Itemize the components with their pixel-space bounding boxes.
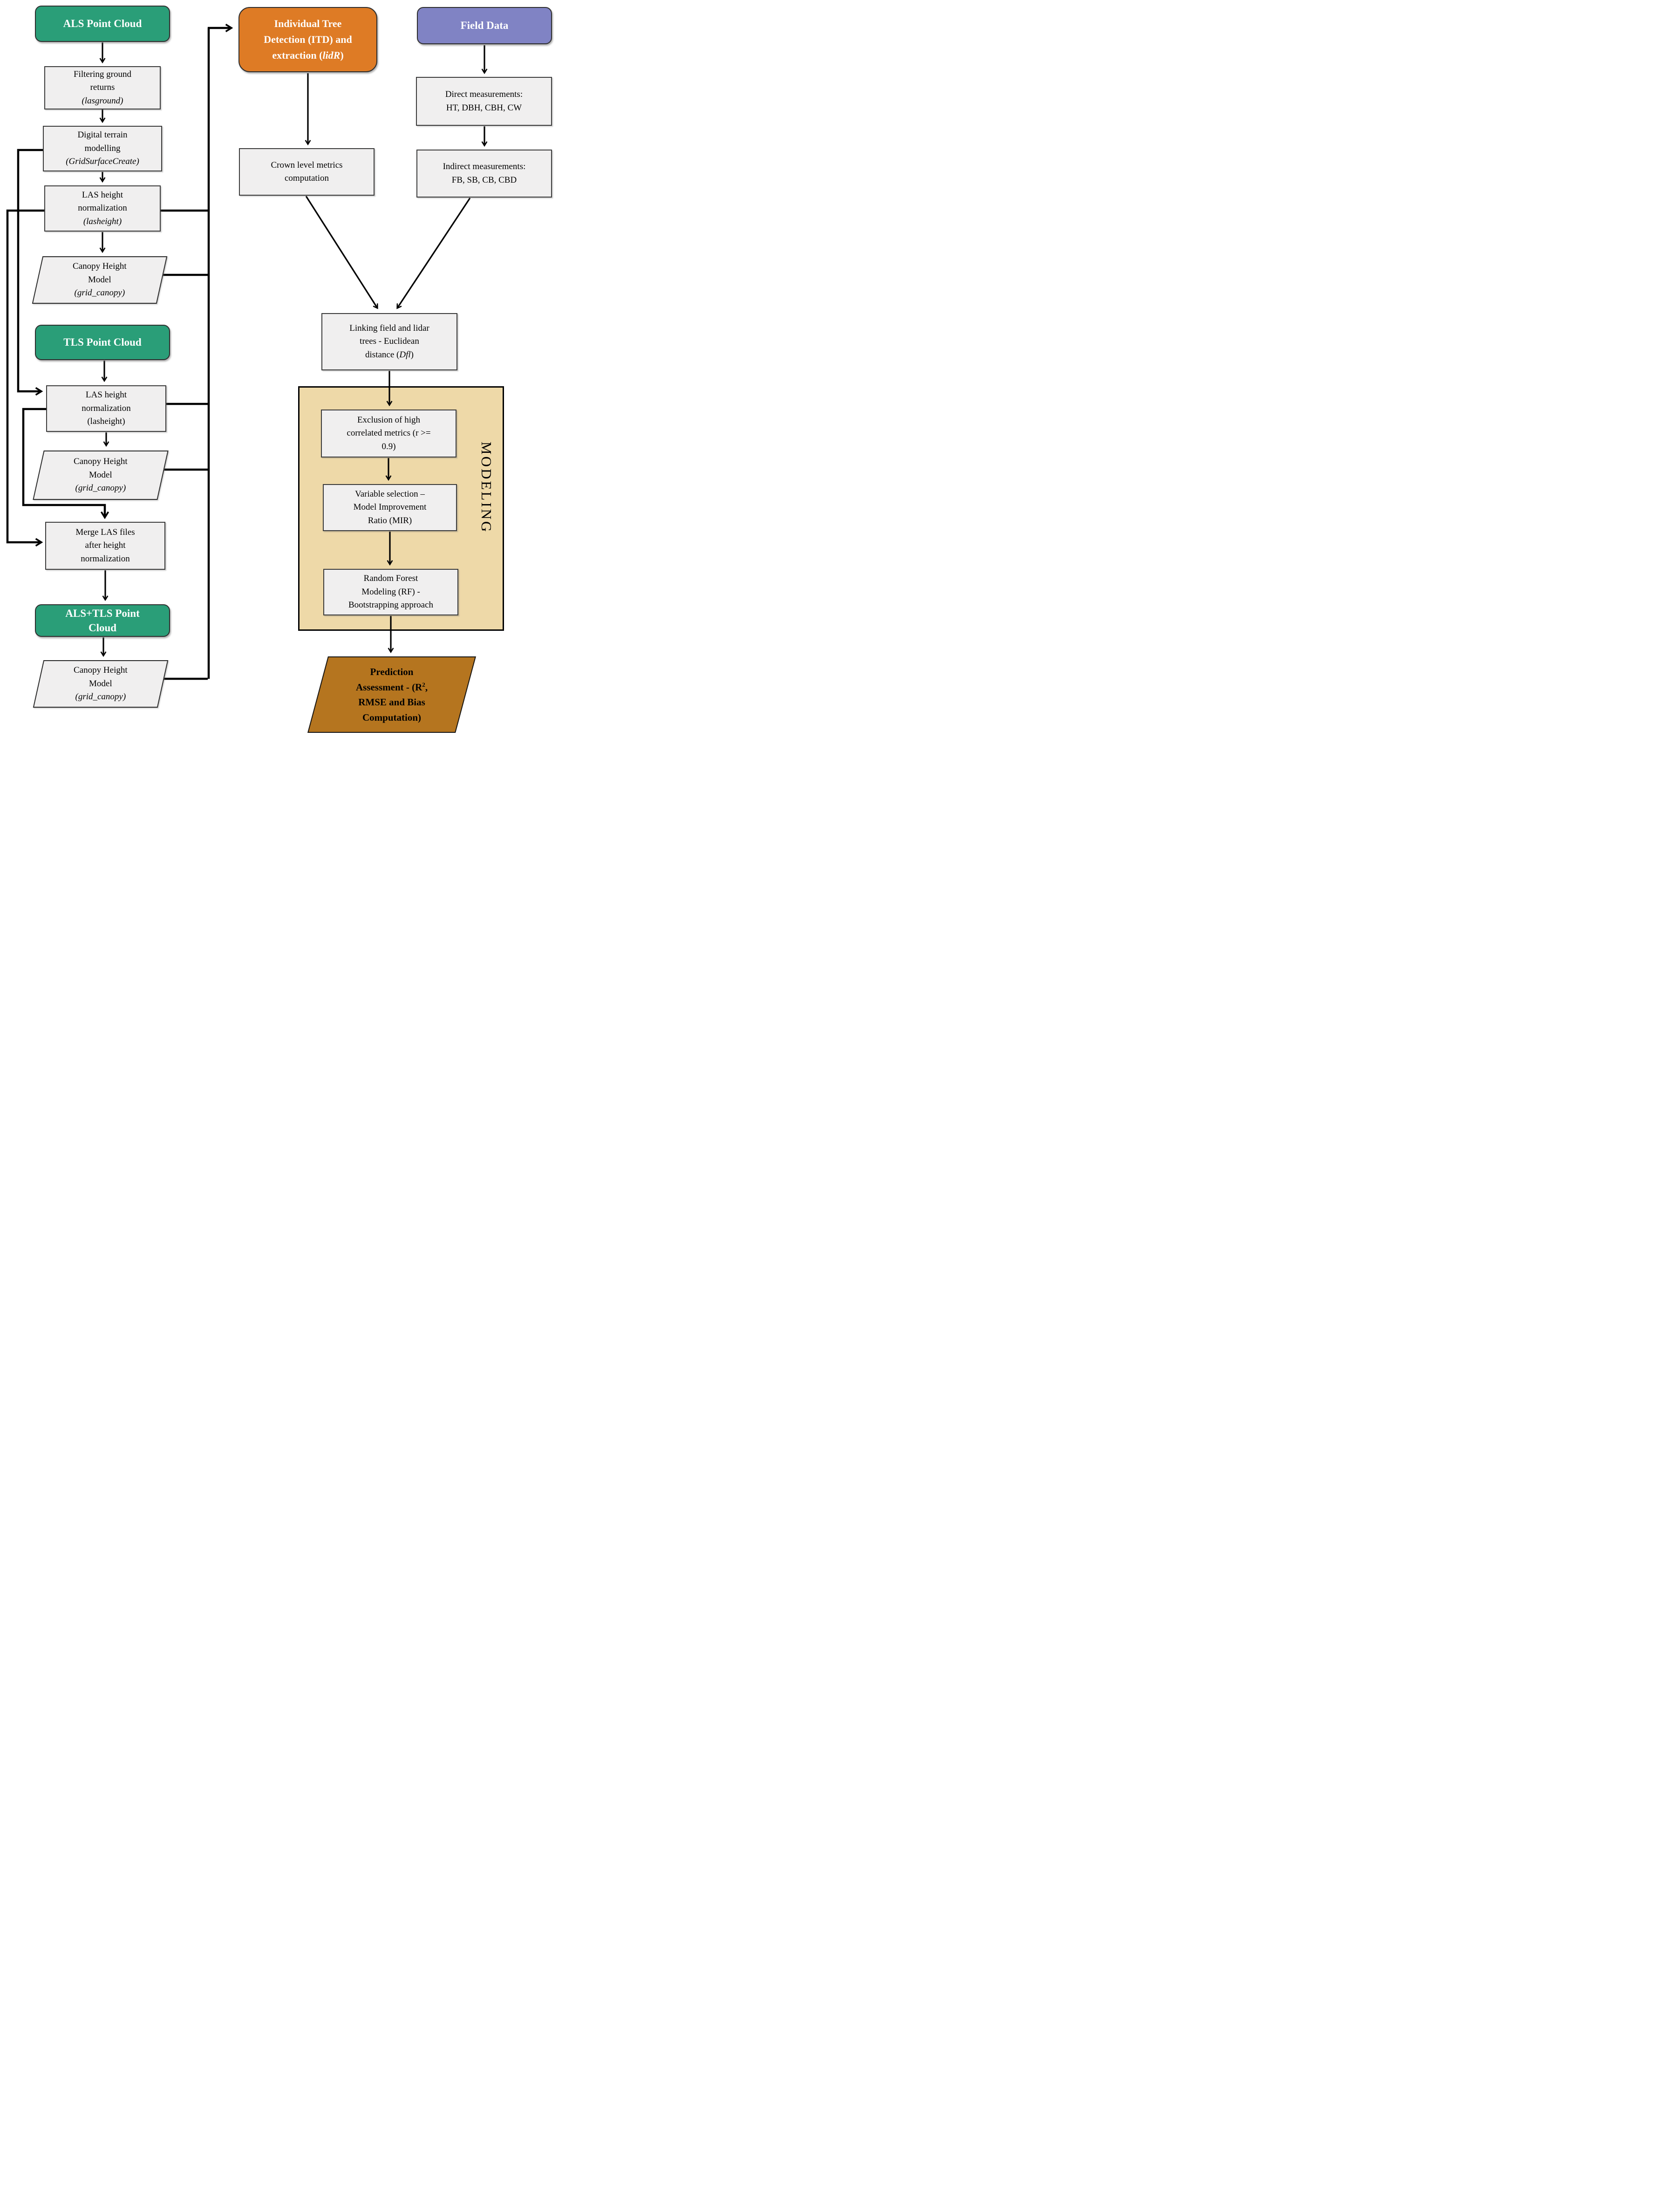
flowchart-canvas: MODELING [0,0,556,737]
arrow-crown-to-linking [305,196,378,309]
arrow-indirect-to-linking [396,198,471,309]
node-direct-measurements: Direct measurements:HT, DBH, CBH, CW [416,77,552,126]
modeling-container-label: MODELING [478,442,495,534]
node-tls-point-cloud: TLS Point Cloud [35,325,170,360]
node-field-data: Field Data [417,7,552,44]
node-indirect-measurements: Indirect measurements:FB, SB, CB, CBD [416,150,552,198]
node-als-point-cloud: ALS Point Cloud [35,6,170,42]
